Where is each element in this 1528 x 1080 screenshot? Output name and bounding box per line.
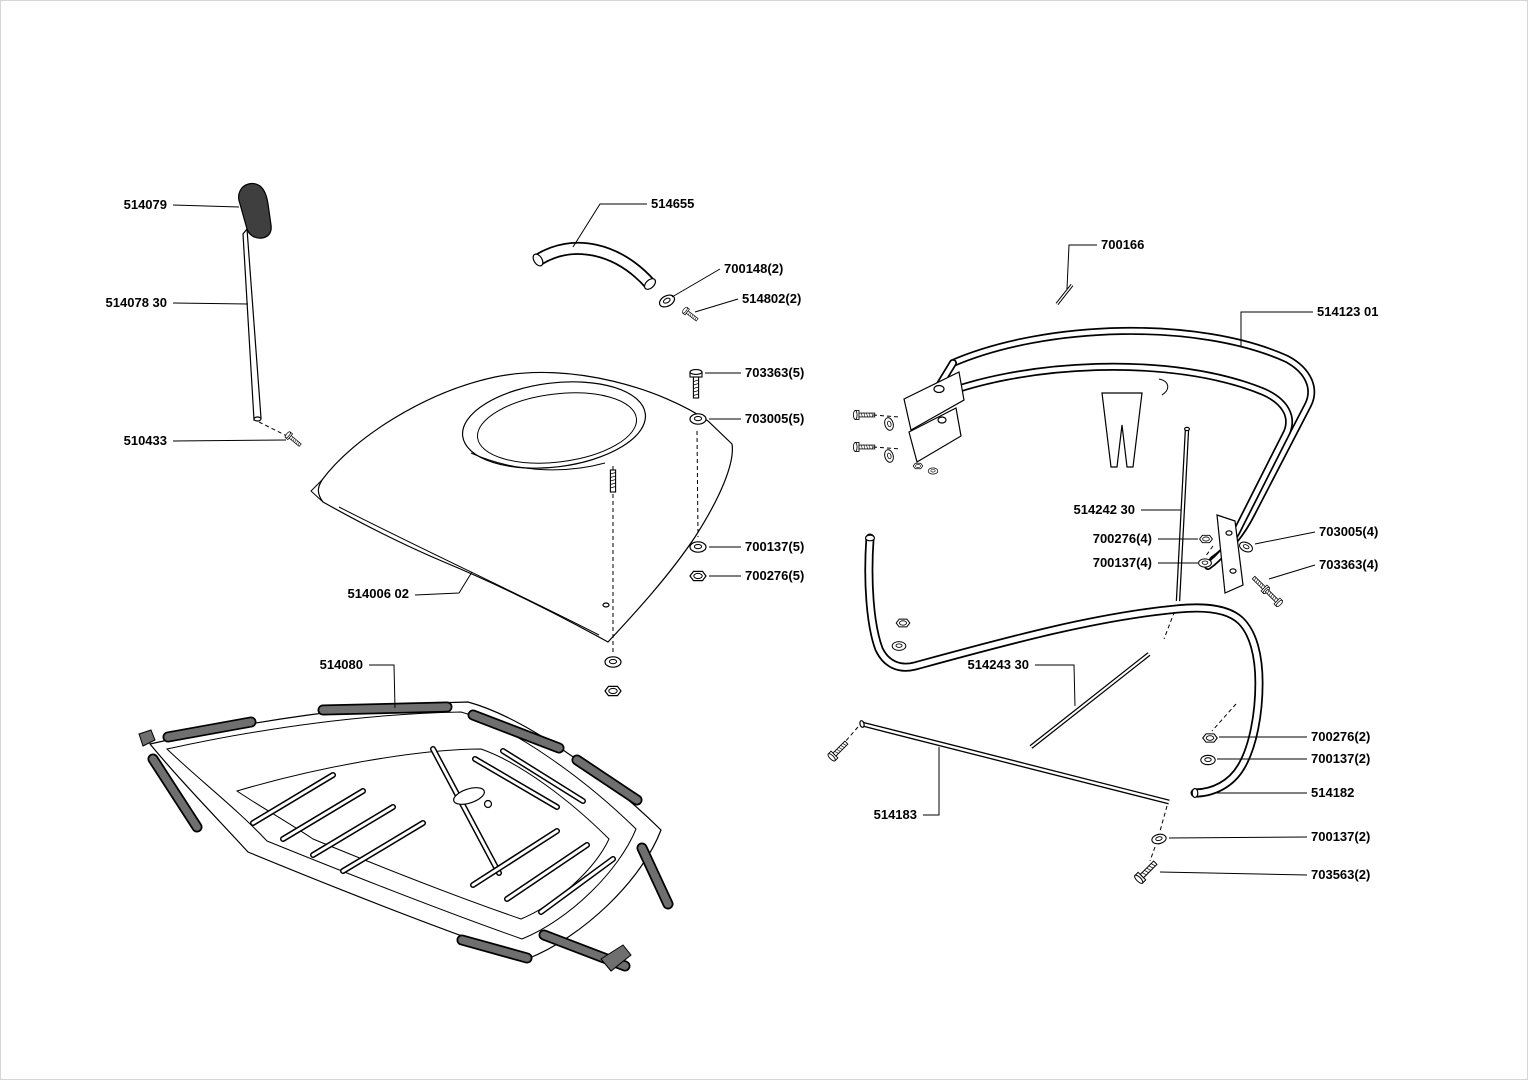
callout-514006-02: 514006 02 [347,586,409,601]
part-rod-514183 [859,720,1170,805]
part-washer-frame-left [891,641,907,651]
hardware-bracket-left [853,410,939,475]
part-bolt-703563-right [1132,858,1160,886]
part-hood-514006 [310,371,733,643]
hardware-hood-column [604,369,707,697]
part-washer-700137-2 [1200,754,1216,766]
callout-514079: 514079 [123,197,167,212]
part-rod-514242 [1175,426,1190,602]
callout-700148-2: 700148(2) [724,261,784,276]
callout-514080: 514080 [319,657,363,672]
part-screw-514802 [681,306,700,323]
callout-514242-30: 514242 30 [1073,502,1135,517]
tray-rubber-strips [147,701,674,972]
leader-lines [172,203,1316,876]
part-rod-514078 [242,227,262,422]
callout-700276-5: 700276(5) [745,568,805,583]
callout-703363-5: 703363(5) [745,365,805,380]
part-rod-514243 [1029,652,1151,749]
callout-703005-4: 703005(4) [1319,524,1379,539]
part-grip-514079 [237,182,272,239]
part-bolt-703563-left [826,738,851,763]
part-nut-frame-left [895,618,911,628]
callout-700137-2-lower: 700137(2) [1311,829,1371,844]
callout-514182: 514182 [1311,785,1355,800]
hardware-bracket-right [1198,534,1284,608]
part-bracket-right [1216,514,1244,594]
callout-703563-2: 703563(2) [1311,867,1371,882]
callout-700166: 700166 [1101,237,1145,252]
callout-514183: 514183 [873,807,917,822]
callout-514243-30: 514243 30 [967,657,1029,672]
callout-700276-2: 700276(2) [1311,729,1371,744]
part-nut-700276-2 [1202,733,1218,743]
callout-514078-30: 514078 30 [105,295,167,310]
callout-514123-01: 514123 01 [1317,304,1379,319]
callout-510433: 510433 [123,433,167,448]
part-frame-514182 [864,533,1264,799]
callout-700137-2-upper: 700137(2) [1311,751,1371,766]
callout-703363-4: 703363(4) [1319,557,1379,572]
callout-514655: 514655 [651,196,695,211]
callout-700276-4: 700276(4) [1092,531,1152,546]
callout-700137-4: 700137(4) [1092,555,1152,570]
part-washer-700137-bottom [1150,832,1168,846]
tray-slats [250,746,616,915]
callout-514802-2: 514802(2) [742,291,802,306]
part-mount-bracket-left [903,371,965,463]
part-pin-700166 [1055,283,1074,306]
callout-703005-5: 703005(5) [745,411,805,426]
part-tube-514655 [532,241,657,290]
part-washer-700148 [656,292,678,310]
part-tray-514080 [138,701,674,972]
callout-700137-5: 700137(5) [745,539,805,554]
part-fork-bracket [1101,392,1143,468]
part-screw-510433 [283,430,303,449]
